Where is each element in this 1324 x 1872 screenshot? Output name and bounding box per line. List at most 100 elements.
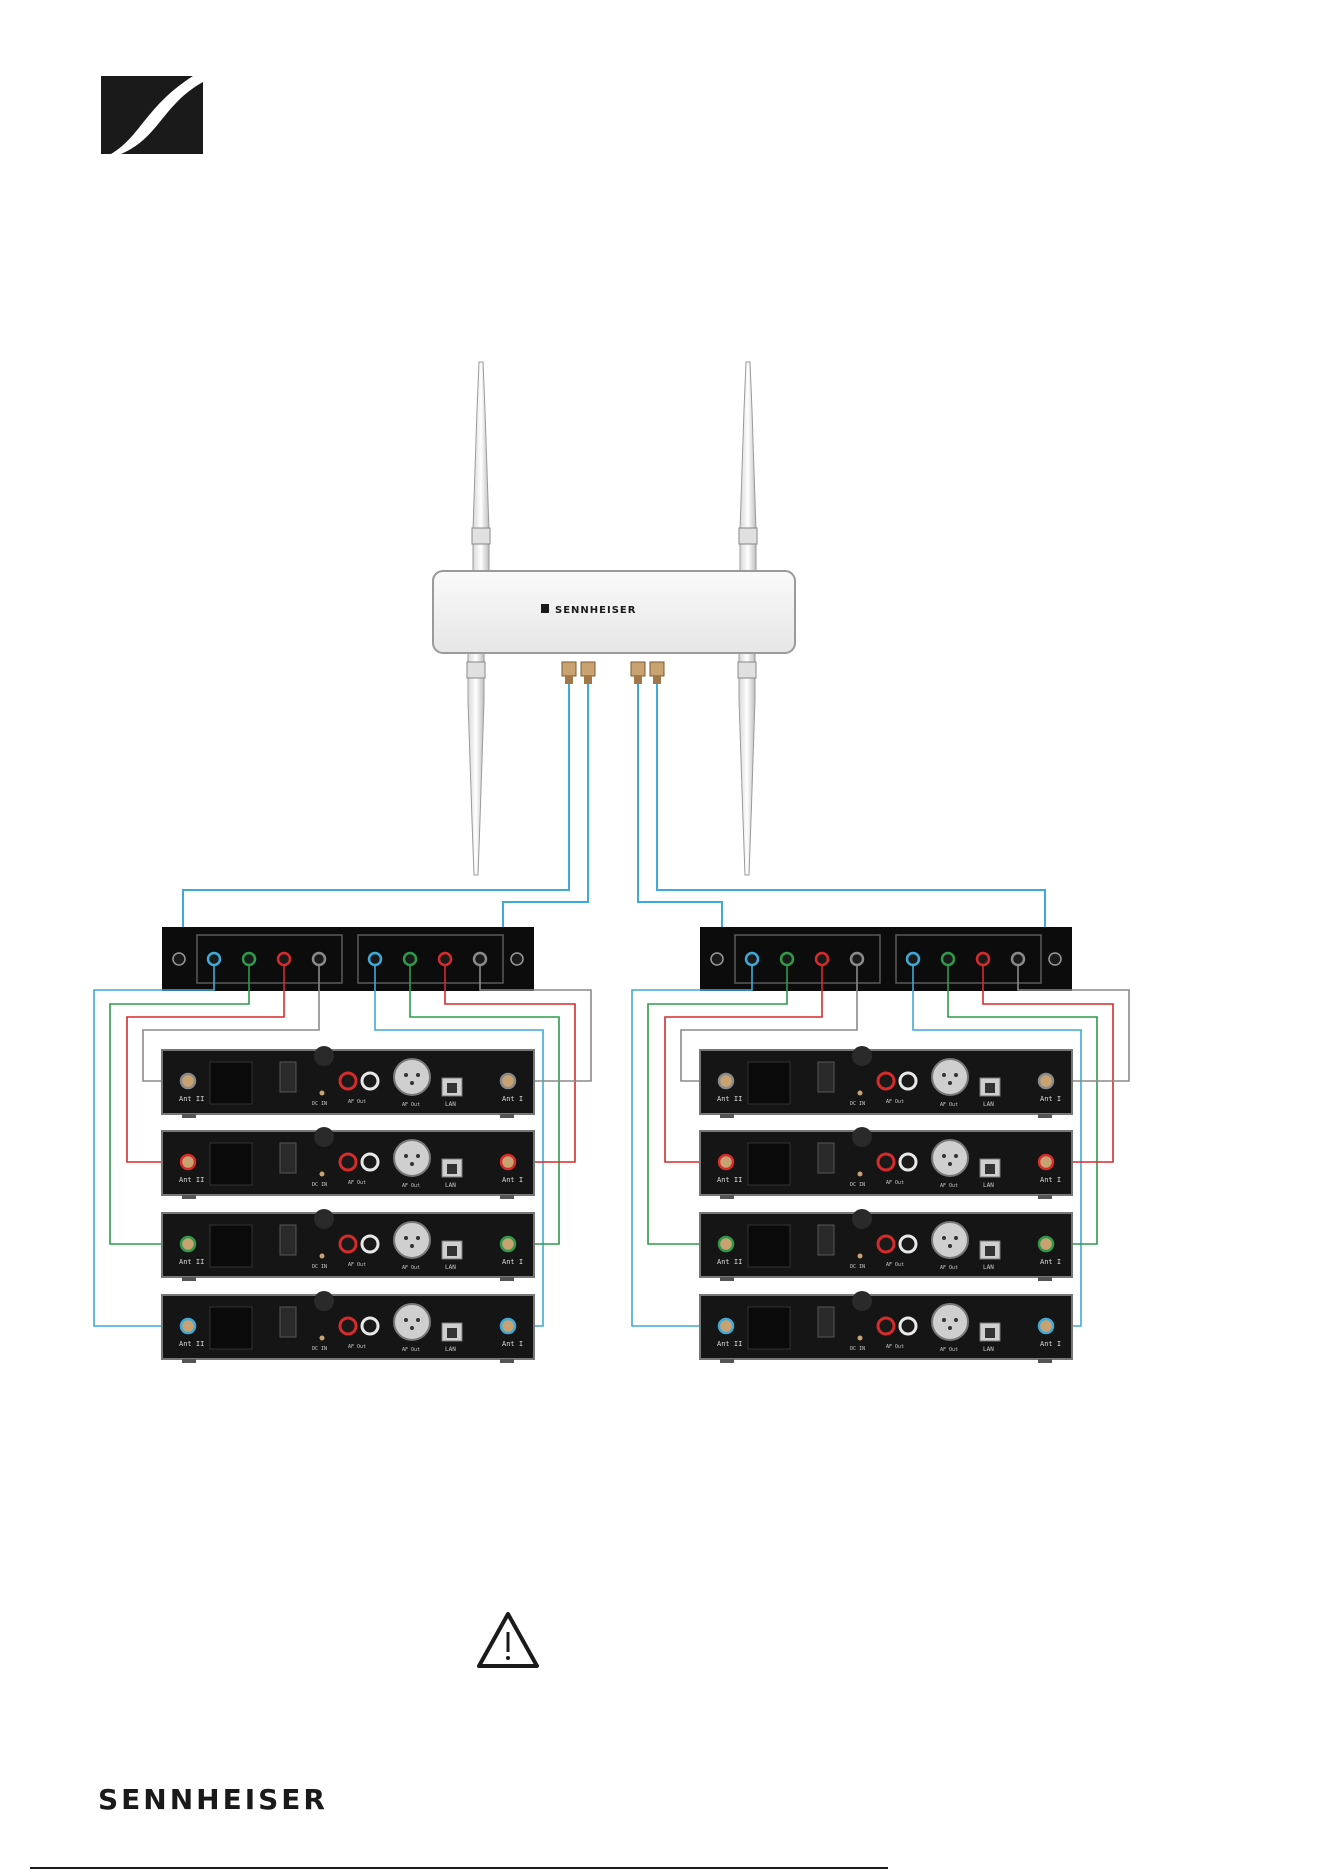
left-receiver-3-af-out-bal-label: AF Out — [402, 1265, 420, 1271]
left-cable-right-2 — [409, 965, 560, 1245]
left-receiver-4-panel — [209, 1306, 253, 1350]
left-cable-left-3 — [126, 965, 285, 1163]
left-receiver-3-dc-in — [319, 1253, 325, 1259]
right-receiver-3-af-out-bal-label: AF Out — [940, 1265, 958, 1271]
right-receiver-2-panel — [747, 1142, 791, 1186]
left-splitter-input-left — [172, 952, 186, 966]
left-receiver-2-ant-i-connector — [499, 1153, 517, 1171]
right-receiver-3-af-out-unbal-label: AF Out — [886, 1262, 904, 1268]
feed-cable-4 — [656, 684, 1046, 948]
left-receiver-1-ant-ii-connector — [179, 1072, 197, 1090]
left-receiver-2-panel — [209, 1142, 253, 1186]
feed-cables — [182, 684, 1046, 948]
right-receiver-4-af-out-bal-label: AF Out — [940, 1347, 958, 1353]
right-receiver-4-ant-i-connector — [1037, 1317, 1055, 1335]
right-receiver-1-af-out-bal-label: AF Out — [940, 1102, 958, 1108]
right-splitter-input-right — [1048, 952, 1062, 966]
right-receiver-3-af-out-unbal-red — [876, 1234, 896, 1254]
right-receiver-1-af-out-unbal-label: AF Out — [886, 1099, 904, 1105]
left-receiver-4-cable-clip — [279, 1306, 297, 1338]
right-receiver-2-lan-label: LAN — [983, 1182, 994, 1189]
antenna-bnc-2 — [580, 661, 596, 677]
left-receiver-2-cable-clip — [279, 1142, 297, 1174]
left-cable-left-2 — [109, 965, 250, 1245]
left-receiver-3-ant-ii-connector — [179, 1235, 197, 1253]
left-splitter-output-1 — [206, 951, 222, 967]
left-receiver-1-dc-in-label: DC IN — [312, 1101, 327, 1107]
left-receiver-4-lan-label: LAN — [445, 1346, 456, 1353]
right-receiver-1-dc-in — [857, 1090, 863, 1096]
right-receiver-2-af-out-unbal-red — [876, 1152, 896, 1172]
right-splitter — [700, 927, 1072, 991]
right-receiver-2-dc-in — [857, 1171, 863, 1177]
right-receiver-3-af-out-bal-xlr — [931, 1221, 969, 1259]
left-splitter-output-7 — [437, 951, 453, 967]
right-receiver-2-af-out-bal-label: AF Out — [940, 1183, 958, 1189]
right-receiver-4-lan-label: LAN — [983, 1346, 994, 1353]
left-splitter-body — [162, 927, 534, 991]
left-receiver-4-ant-ii-label: Ant II — [179, 1340, 204, 1348]
left-receiver-4-af-out-unbal-red — [338, 1316, 358, 1336]
left-splitter-output-2 — [241, 951, 257, 967]
right-receiver-1-lan-label: LAN — [983, 1101, 994, 1108]
right-receiver-1-ant-ii-label: Ant II — [717, 1095, 742, 1103]
left-receiver-3-lan-label: LAN — [445, 1264, 456, 1271]
right-receiver-3-ant-i-label: Ant I — [1040, 1258, 1061, 1266]
right-receiver-2-af-out-bal-xlr — [931, 1139, 969, 1177]
right-receiver-4-dc-in — [857, 1335, 863, 1341]
right-receiver-4-af-out-bal-xlr — [931, 1303, 969, 1341]
feed-cable-3 — [637, 684, 723, 948]
right-splitter-output-4 — [849, 951, 865, 967]
right-receiver-4-ant-ii-connector — [717, 1317, 735, 1335]
right-splitter-body — [700, 927, 1072, 991]
right-receiver-4-panel — [747, 1306, 791, 1350]
feed-cable-2 — [502, 684, 589, 948]
right-receiver-4-af-out-unbal-label: AF Out — [886, 1344, 904, 1350]
right-receiver-3-cable-clip — [817, 1224, 835, 1256]
left-receiver-3-af-out-unbal-red — [338, 1234, 358, 1254]
right-receiver-3-ant-i-connector — [1037, 1235, 1055, 1253]
left-splitter-output-5 — [367, 951, 383, 967]
right-receiver-1-af-out-unbal-red — [876, 1071, 896, 1091]
left-receiver-4-dc-in-label: DC IN — [312, 1346, 327, 1352]
right-receiver-2-af-out-unbal-white — [898, 1152, 918, 1172]
right-cable-right-2 — [947, 965, 1098, 1245]
right-receiver-3-lan-label: LAN — [983, 1264, 994, 1271]
right-receiver-3-af-out-unbal-white — [898, 1234, 918, 1254]
left-receiver-1-af-out-unbal-label: AF Out — [348, 1099, 366, 1105]
left-splitter-output-4 — [311, 951, 327, 967]
warning-triangle-icon — [477, 1612, 539, 1668]
right-splitter-output-6 — [940, 951, 956, 967]
left-splitter — [162, 927, 534, 991]
left-receiver-1-ant-i-connector — [499, 1072, 517, 1090]
left-cable-left-4 — [142, 965, 320, 1082]
left-receiver-2-ant-i-label: Ant I — [502, 1176, 523, 1184]
left-receiver-2-af-out-unbal-white — [360, 1152, 380, 1172]
right-receiver-2-dc-in-label: DC IN — [850, 1182, 865, 1188]
left-receiver-4-af-out-bal-label: AF Out — [402, 1347, 420, 1353]
antenna-bnc-1 — [561, 661, 577, 677]
right-receiver-2-ant-i-label: Ant I — [1040, 1176, 1061, 1184]
left-receiver-3-panel — [209, 1224, 253, 1268]
right-splitter-output-3 — [814, 951, 830, 967]
right-receiver-4-ant-i-label: Ant I — [1040, 1340, 1061, 1348]
footer-rule — [30, 1867, 888, 1869]
right-receiver-3-dc-in-label: DC IN — [850, 1264, 865, 1270]
antenna-bnc-3 — [630, 661, 646, 677]
left-receiver-3-ant-ii-label: Ant II — [179, 1258, 204, 1266]
left-receiver-4-ant-i-label: Ant I — [502, 1340, 523, 1348]
left-receiver-1-dc-in — [319, 1090, 325, 1096]
left-cable-right-3 — [444, 965, 576, 1163]
right-receiver-1-panel — [747, 1061, 791, 1105]
right-receiver-1-cable-clip — [817, 1061, 835, 1093]
left-receiver-4-ant-i-connector — [499, 1317, 517, 1335]
footer-wordmark: SENNHEISER — [98, 1783, 328, 1816]
right-receiver-1-dc-in-label: DC IN — [850, 1101, 865, 1107]
left-receiver-2-af-out-bal-xlr — [393, 1139, 431, 1177]
right-cable-left-2 — [647, 965, 788, 1245]
left-receiver-3-af-out-unbal-label: AF Out — [348, 1262, 366, 1268]
